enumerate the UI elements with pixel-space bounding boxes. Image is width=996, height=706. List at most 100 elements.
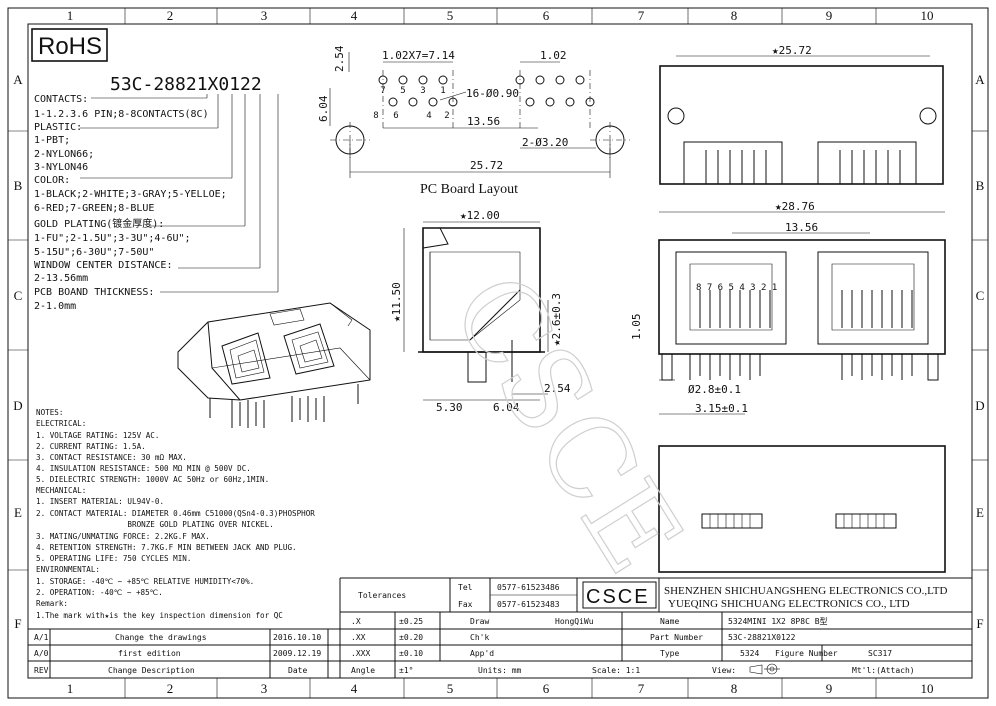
material-label: Mt'l:(Attach) xyxy=(852,666,915,675)
side-dim-d3: 6.04 xyxy=(493,401,520,414)
name-value: 5324MINI 1X2 8P8C B型 xyxy=(728,617,828,626)
note-line: MECHANICAL: xyxy=(36,486,86,495)
note-line: 3. CONTACT RESISTANCE: 30 mΩ MAX. xyxy=(36,453,187,462)
draw-label: Draw xyxy=(470,617,489,626)
tol-key: .X xyxy=(351,617,361,626)
note-line: 4. INSULATION RESISTANCE: 500 MΩ MIN @ 5… xyxy=(36,464,251,473)
tel-label: Tel xyxy=(458,583,473,592)
figure-number-value: SC317 xyxy=(868,649,892,658)
zone-col-9: 9 xyxy=(826,8,833,23)
tol-value: ±0.10 xyxy=(399,649,423,658)
pcb-dim-total: 25.72 xyxy=(470,159,503,172)
units-label: Units: mm xyxy=(478,666,522,675)
option-legend: CONTACTS: 1-1.2.3.6 PIN;8-8CONTACTS(8C) … xyxy=(34,94,227,312)
watermark: CSCE xyxy=(427,252,707,595)
zone-col-9-bottom: 9 xyxy=(826,681,833,696)
option-line: 2-NYLON66; xyxy=(34,149,94,160)
front-dim-width: ★28.76 xyxy=(775,200,815,213)
option-line: 3-NYLON46 xyxy=(34,162,88,173)
tol-key: .XX xyxy=(351,633,366,642)
fax-value: 0577-61523483 xyxy=(497,600,560,609)
note-line: 5. DIELECTRIC STRENGTH: 1000V AC 50Hz or… xyxy=(36,475,269,484)
part-number-label: Part Number xyxy=(650,633,703,642)
note-line: ENVIRONMENTAL: xyxy=(36,565,100,574)
zone-row-labels: A B C D E F A B C D E F xyxy=(13,72,985,631)
revision-date: 2016.10.10 xyxy=(273,633,321,642)
csce-logo xyxy=(582,581,657,609)
top-view: ★25.72 xyxy=(659,44,944,185)
revision-date: Date xyxy=(288,666,307,675)
zone-col-7: 7 xyxy=(638,8,645,23)
pcb-pin-label: 8 xyxy=(373,111,378,121)
note-line: 1.The mark with★is the key inspection di… xyxy=(36,611,283,620)
tolerances-label: Tolerances xyxy=(358,591,406,600)
option-line: 6-RED;7-GREEN;8-BLUE xyxy=(34,203,154,214)
zone-col-10: 10 xyxy=(921,8,934,23)
option-line: COLOR: xyxy=(34,175,70,186)
pcb-pin-label: 5 xyxy=(400,86,405,96)
inner-frame xyxy=(27,23,973,679)
pcb-layout-title: PC Board Layout xyxy=(420,182,518,197)
zone-col-8-bottom: 8 xyxy=(731,681,738,696)
zone-col-7-bottom: 7 xyxy=(638,681,645,696)
part-code: 53C-28821X0122 xyxy=(110,74,262,95)
title-block-text: Tolerances Tel 0577-61523486 Fax 0577-61… xyxy=(351,583,915,675)
note-line: 3. MATING/UNMATING FORCE: 2.2KG.F MAX. xyxy=(36,532,210,541)
note-line: 1. VOLTAGE RATING: 125V AC. xyxy=(36,431,159,440)
notes-block: NOTES: ELECTRICAL: 1. VOLTAGE RATING: 12… xyxy=(36,408,315,620)
option-line: 1-BLACK;2-WHITE;3-GRAY;5-YELLOE; xyxy=(34,189,227,200)
revision-date: 2009.12.19 xyxy=(273,649,321,658)
bottom-view xyxy=(658,445,946,573)
zone-ticks xyxy=(8,8,988,698)
zone-col-6: 6 xyxy=(543,8,550,23)
type-label: Type xyxy=(660,649,679,658)
note-line: ELECTRICAL: xyxy=(36,419,86,428)
pcb-pin-label: 6 xyxy=(393,111,398,121)
outer-frame xyxy=(7,7,989,699)
side-dim-d2: 5.30 xyxy=(436,401,463,414)
check-label: Ch'k xyxy=(470,633,489,642)
tol-value: ±1° xyxy=(399,666,413,675)
csce-logo-text: CSCE xyxy=(586,586,650,608)
view-label: View: xyxy=(712,666,736,675)
zone-row-a: A xyxy=(13,72,23,87)
zone-col-10-bottom: 10 xyxy=(921,681,934,696)
part-number-value: 53C-28821X0122 xyxy=(728,633,796,642)
zone-row-c: C xyxy=(14,288,23,303)
pcb-pin-label: 4 xyxy=(426,111,431,121)
company-name-2: YUEQING SHICHUANG ELECTRONICS CO., LTD xyxy=(668,598,910,610)
top-dim-width: ★25.72 xyxy=(772,44,812,57)
front-pin-labels: 8 7 6 5 4 3 2 1 xyxy=(696,283,777,293)
revision-id: A/1 xyxy=(34,633,49,642)
revision-desc: Change Description xyxy=(108,666,195,675)
option-line: 1-PBT; xyxy=(34,135,70,146)
option-line: PCB BOAND THICKNESS: xyxy=(34,287,154,298)
tol-value: ±0.25 xyxy=(399,617,423,626)
zone-row-d: D xyxy=(13,398,22,413)
note-line: 2. CURRENT RATING: 1.5A. xyxy=(36,442,146,451)
zone-row-e: E xyxy=(14,505,22,520)
pcb-dim-pitch: 1.02X7=7.14 xyxy=(382,49,455,62)
note-line: Remark: xyxy=(36,599,68,608)
zone-row-f-right: F xyxy=(976,616,983,631)
app-label: App'd xyxy=(470,649,494,658)
front-dim-post: Ø2.8±0.1 xyxy=(688,383,741,396)
tel-value: 0577-61523486 xyxy=(497,583,560,592)
note-line: 5. OPERATING LIFE: 750 CYCLES MIN. xyxy=(36,554,191,563)
note-line: 1. INSERT MATERIAL: UL94V-0. xyxy=(36,497,164,506)
pcb-dim-vert: 6.04 xyxy=(317,95,330,122)
projection-symbol-icon xyxy=(749,663,780,675)
option-line: 1-FU";2-1.5U";3-3U";4-6U"; xyxy=(34,233,191,244)
rohs-label: RoHS xyxy=(38,33,102,60)
pcb-pin-label: 3 xyxy=(420,86,425,96)
option-line: 2-13.56mm xyxy=(34,273,88,284)
front-dim-center: 13.56 xyxy=(785,221,818,234)
note-line: 2. CONTACT MATERIAL: DIAMETER 0.46mm C51… xyxy=(36,509,315,518)
front-dim-height: 1.05 xyxy=(630,314,643,341)
zone-col-2: 2 xyxy=(167,8,174,23)
zone-col-6-bottom: 6 xyxy=(543,681,550,696)
option-line: 2-1.0mm xyxy=(34,301,76,312)
zone-row-a-right: A xyxy=(975,72,985,87)
zone-col-2-bottom: 2 xyxy=(167,681,174,696)
zone-col-1: 1 xyxy=(67,8,74,23)
